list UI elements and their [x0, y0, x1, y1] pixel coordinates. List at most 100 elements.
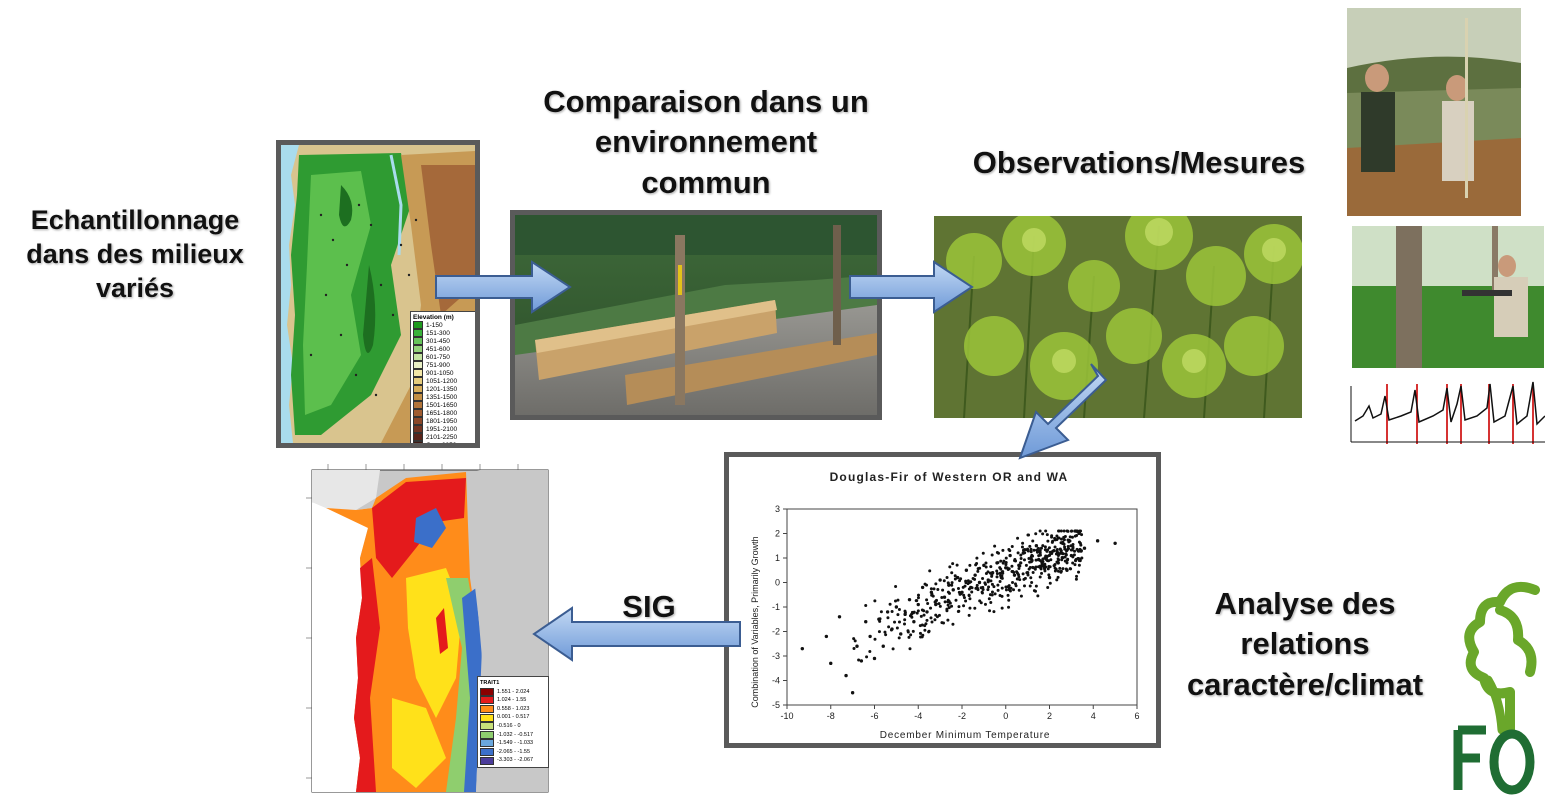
chart-point — [925, 598, 929, 602]
chart-point — [950, 581, 954, 585]
chart-point — [889, 628, 893, 632]
elevation-legend-entry: 901-1050 — [413, 369, 473, 377]
elevation-legend-label: 1051-1200 — [426, 377, 458, 385]
chart-point — [970, 586, 974, 590]
chart-point — [1066, 557, 1070, 561]
chart-point — [1039, 546, 1043, 550]
chart-point — [941, 588, 945, 592]
chart-point — [981, 585, 985, 589]
chart-point — [968, 606, 972, 610]
chart-point — [1071, 561, 1075, 565]
chart-point — [1047, 554, 1051, 558]
chart-point — [975, 562, 979, 566]
chart-point — [920, 623, 924, 627]
chart-point — [1074, 558, 1078, 562]
elevation-legend-entry: 1351-1500 — [413, 393, 473, 401]
trait-legend-entry: -0.516 - 0 — [480, 722, 546, 731]
chart-point — [948, 601, 952, 605]
chart-point — [903, 618, 907, 622]
chart-point — [872, 656, 877, 661]
chart-point — [885, 610, 890, 614]
chart-point — [894, 584, 898, 588]
chart-point — [1067, 546, 1071, 550]
elevation-legend-label: 1351-1500 — [426, 393, 458, 401]
chart-point — [1020, 545, 1024, 549]
chart-point — [929, 616, 933, 620]
chart-point — [1017, 566, 1021, 570]
chart-point — [903, 609, 907, 613]
chart-point — [1016, 551, 1020, 555]
label-analysis-line-3: caractère/climat — [1186, 666, 1424, 702]
chart-xtick-label: -6 — [870, 711, 878, 721]
chart-ytick-label: 1 — [775, 553, 780, 563]
elevation-legend-entry: 1501-1650 — [413, 401, 473, 409]
chart-point — [920, 585, 925, 590]
chart-point — [859, 659, 864, 663]
chart-point — [1061, 567, 1065, 571]
chart-point — [1010, 544, 1014, 548]
chart-point — [1001, 548, 1005, 552]
trait-legend-entry: 0.001 - 0.517 — [480, 713, 546, 722]
chart-point — [948, 565, 952, 569]
trait-legend-swatch — [480, 739, 494, 748]
chart-point — [983, 581, 987, 585]
chart-point — [1024, 563, 1028, 567]
chart-point — [1047, 546, 1051, 550]
chart-point — [1071, 545, 1075, 549]
arrow-sampling-to-garden-icon — [435, 260, 572, 314]
chart-point — [916, 609, 920, 613]
chart-point — [1000, 576, 1004, 580]
chart-point — [998, 579, 1002, 583]
chart-point — [1057, 558, 1061, 562]
chart-point — [887, 625, 891, 629]
chart-point — [916, 593, 920, 597]
field-photo-forest — [1352, 226, 1544, 368]
chart-point — [1038, 575, 1042, 579]
density-profile — [1347, 376, 1545, 450]
chart-point — [951, 588, 955, 592]
chart-point — [932, 587, 936, 591]
trait-legend-label: -2.065 - -1.55 — [497, 748, 531, 755]
chart-ytick-label: -3 — [772, 651, 780, 661]
trait-legend-label: 1.024 - 1.55 — [497, 697, 527, 704]
chart-point — [983, 602, 987, 606]
chart-point — [1046, 539, 1050, 543]
elevation-legend-swatch — [413, 425, 423, 433]
chart-point — [946, 590, 950, 594]
chart-ytick-label: 0 — [775, 578, 780, 588]
chart-point — [1029, 557, 1033, 561]
chart-point — [1007, 605, 1011, 609]
chart-point — [1034, 565, 1038, 569]
chart-ytick-label: -5 — [772, 700, 780, 710]
chart-point — [1007, 598, 1011, 602]
label-gis: SIG — [622, 589, 676, 624]
chart-point — [1046, 585, 1050, 589]
chart-point — [999, 559, 1003, 563]
label-common-garden-line-1: Comparaison dans un — [543, 84, 869, 119]
chart-point — [844, 673, 848, 678]
chart-point — [1000, 586, 1004, 590]
chart-point — [1041, 560, 1045, 564]
chart-point — [1026, 573, 1030, 577]
chart-point — [1055, 578, 1059, 582]
chart-point — [1061, 556, 1065, 560]
chart-point — [919, 614, 923, 618]
chart-point — [1076, 557, 1080, 561]
chart-point — [1043, 566, 1047, 570]
elevation-legend-entry: 1801-1950 — [413, 417, 473, 425]
chart-point — [1062, 538, 1066, 542]
chart-ytick-label: -1 — [772, 602, 780, 612]
chart-point — [964, 579, 968, 583]
chart-point — [998, 566, 1002, 570]
elevation-legend-label: 1-150 — [426, 321, 443, 329]
elevation-legend-swatch — [413, 345, 423, 353]
chart-point — [893, 620, 897, 624]
chart-point — [920, 608, 924, 612]
chart-point — [1004, 563, 1008, 567]
chart-point — [919, 635, 923, 639]
chart-point — [1014, 582, 1018, 586]
chart-point — [1095, 539, 1100, 543]
chart-point — [1030, 581, 1034, 585]
chart-point — [1077, 570, 1081, 574]
